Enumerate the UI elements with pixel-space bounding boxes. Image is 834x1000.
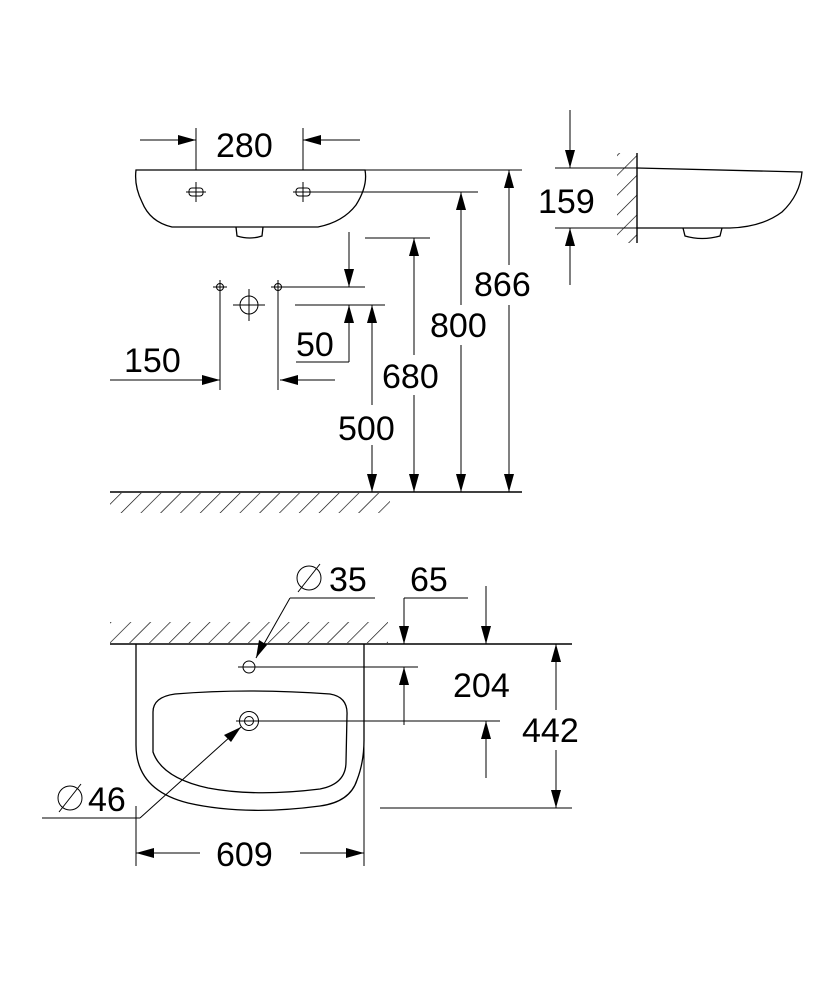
basin-top-outline — [135, 644, 365, 811]
dim-866: 866 — [365, 169, 531, 492]
dim-65: 65 — [399, 561, 491, 644]
dim-609-label: 609 — [216, 836, 273, 874]
basin-side-outline — [636, 167, 803, 229]
dim-442-label: 442 — [522, 712, 579, 750]
dim-204-label: 204 — [453, 667, 510, 705]
dim-800: 800 — [303, 191, 487, 492]
waste-hole — [236, 711, 500, 731]
front-view: 280 150 — [108, 127, 531, 521]
top-view: 35 65 204 442 — [42, 561, 579, 874]
dim-280: 280 — [140, 127, 360, 170]
dim-442: 442 — [380, 644, 579, 809]
dim-50: 50 — [278, 232, 385, 385]
waste-point — [233, 289, 265, 321]
dim-159-label: 159 — [538, 183, 595, 221]
tap-hole — [238, 660, 418, 674]
dim-50-label: 50 — [296, 326, 334, 364]
dim-dia46: 46 — [42, 726, 242, 819]
dim-150-label: 150 — [124, 342, 181, 380]
side-view: 159 — [538, 110, 803, 285]
side-drain — [682, 227, 723, 240]
floor-line — [108, 491, 522, 521]
basin-front-outline — [134, 169, 367, 228]
dim-150: 150 — [110, 342, 220, 385]
dim-dia35: 35 — [255, 561, 375, 659]
dim-159: 159 — [538, 110, 637, 285]
dim-500: 500 — [338, 305, 395, 492]
dim-680-label: 680 — [382, 358, 439, 396]
fixing-point-left — [213, 280, 227, 390]
dim-46-label: 46 — [88, 781, 126, 819]
fixing-point-right — [271, 280, 285, 390]
dim-280-label: 280 — [216, 127, 273, 165]
dim-500-label: 500 — [338, 410, 395, 448]
drain-outlet — [235, 226, 264, 239]
dim-35-label: 35 — [329, 561, 367, 599]
basin-bowl — [152, 690, 348, 794]
dim-609: 609 — [135, 740, 365, 874]
tap-hole-left — [186, 182, 206, 202]
dim-65-label: 65 — [410, 561, 448, 599]
dim-866-label: 866 — [474, 266, 531, 304]
dim-204: 204 — [399, 667, 510, 778]
dim-800-label: 800 — [430, 307, 487, 345]
dim-680: 680 — [365, 237, 439, 492]
